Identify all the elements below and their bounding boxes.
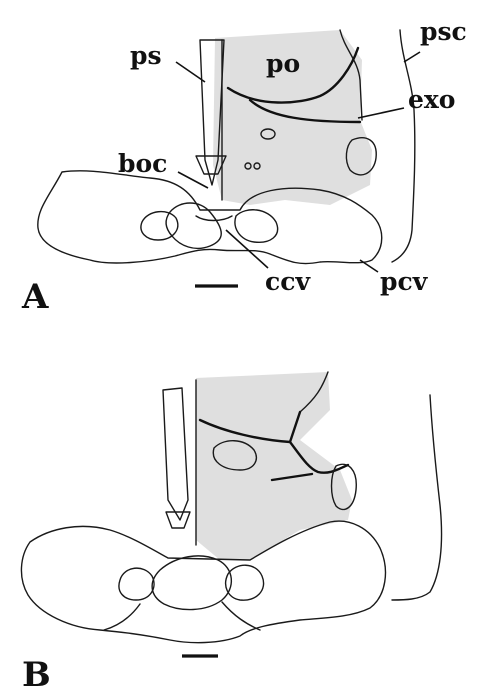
right-lobe-a (235, 210, 278, 243)
basioccipital-cup-b (166, 512, 190, 528)
braincase-stipple-b (196, 372, 352, 560)
label-boc: boc (118, 149, 167, 178)
central-ring-b (152, 556, 231, 610)
psc-contour-a (392, 30, 415, 262)
label-exo: exo (408, 85, 456, 114)
leader-ccv (226, 230, 268, 268)
outer-contour-b (392, 395, 442, 600)
parasphenoid-b (163, 388, 188, 520)
leader-psc (404, 52, 420, 62)
panel-label-b: B (22, 655, 51, 692)
left-lobe-a (141, 212, 178, 240)
label-po: po (266, 49, 300, 78)
label-pcv: pcv (380, 267, 429, 296)
label-psc: psc (420, 17, 467, 46)
panel-label-a: A (21, 277, 49, 317)
leader-exo (358, 108, 404, 118)
panel-b: B (21, 372, 441, 692)
panel-a: ps po psc exo boc ccv pcv A (21, 17, 467, 317)
label-ps: ps (130, 41, 162, 70)
label-ccv: ccv (265, 267, 311, 296)
left-lobe-b (119, 568, 154, 600)
lower-arms-b (104, 602, 260, 630)
